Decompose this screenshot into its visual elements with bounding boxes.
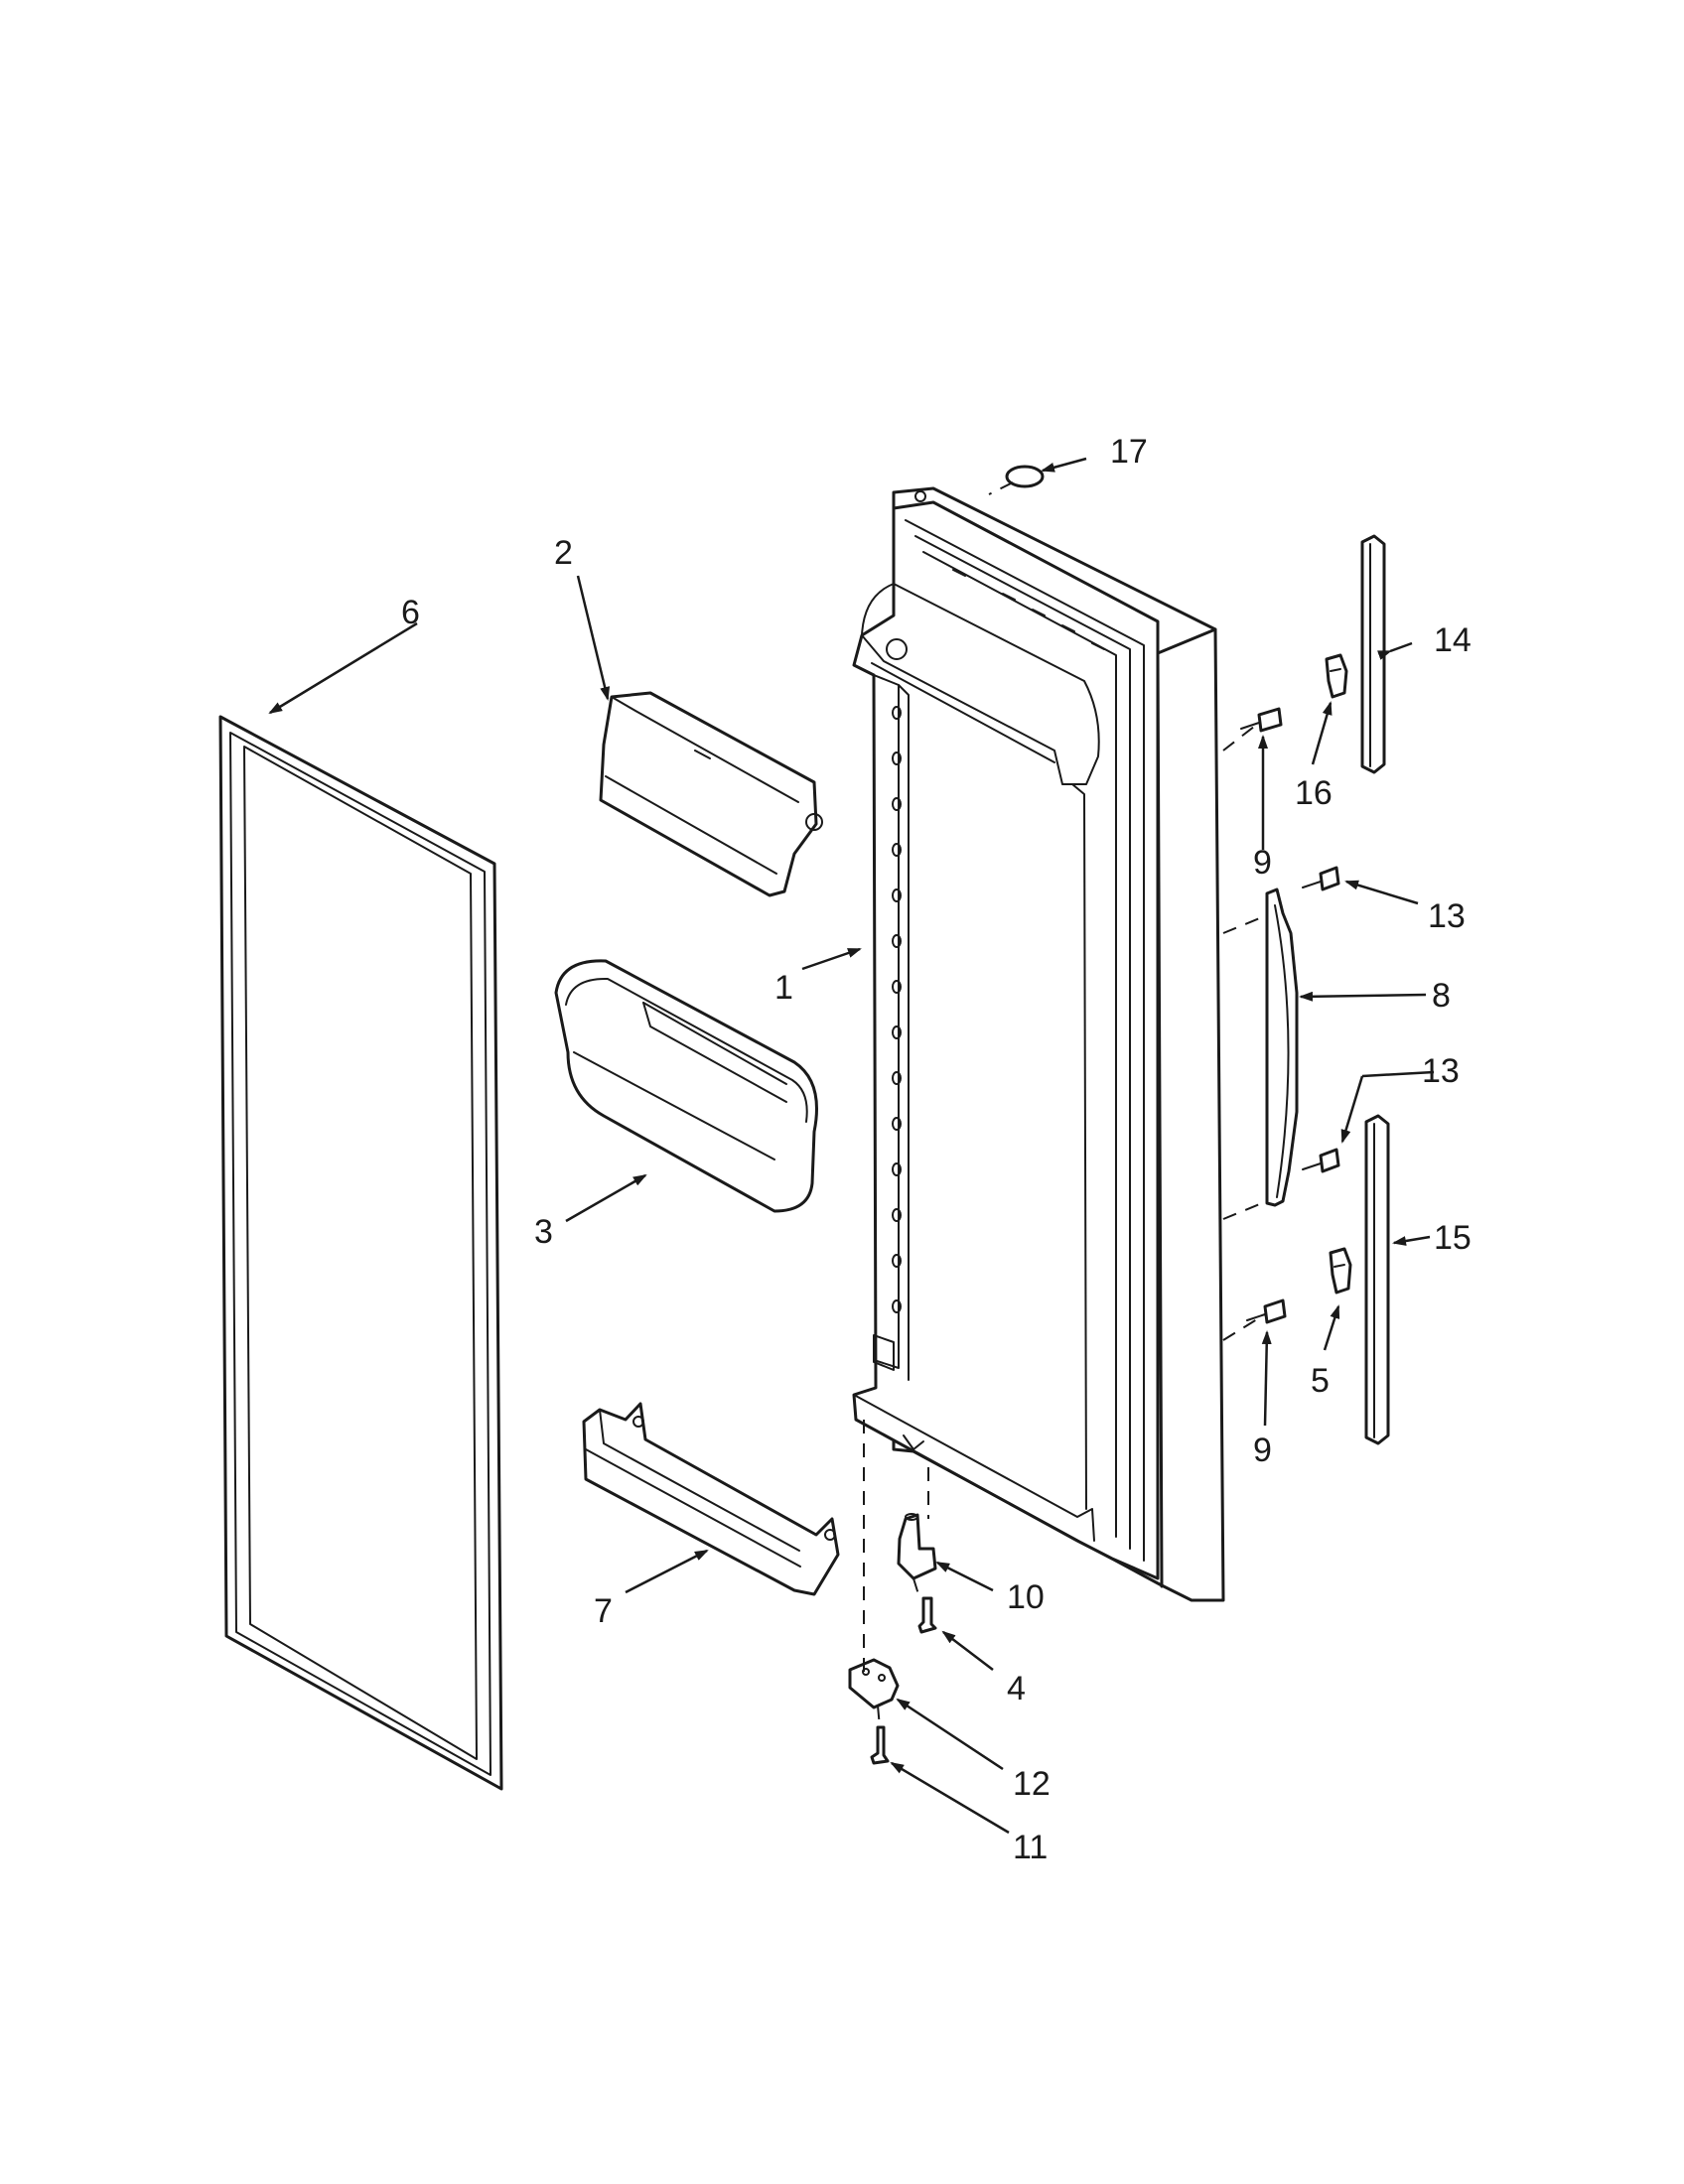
callout-16: 16 — [1295, 774, 1333, 812]
dairy-door — [599, 691, 823, 897]
callout-17: 17 — [1110, 433, 1148, 471]
plug-button — [1005, 465, 1045, 488]
callout-1: 1 — [774, 969, 793, 1007]
bottom-hinge — [848, 1658, 900, 1709]
callout-4: 4 — [1007, 1670, 1026, 1707]
callout-2: 2 — [554, 534, 573, 572]
callout-10: 10 — [1007, 1578, 1045, 1616]
door-bin — [554, 959, 818, 1213]
callout-9-lower: 9 — [1253, 1432, 1272, 1469]
door-shelf — [582, 1402, 840, 1596]
refrigerator-door — [852, 486, 1225, 1602]
callout-labels: 6 2 1 3 7 17 14 16 9 13 8 13 15 5 9 10 4… — [401, 433, 1472, 1866]
callout-12: 12 — [1013, 1765, 1051, 1803]
callout-13-upper: 13 — [1428, 897, 1466, 935]
callout-5: 5 — [1311, 1362, 1330, 1400]
callout-13-lower: 13 — [1422, 1052, 1460, 1090]
hinge-pin — [897, 1513, 937, 1580]
shelf-holes — [892, 706, 902, 1313]
callout-3: 3 — [534, 1213, 553, 1251]
door-handle — [1265, 887, 1299, 1207]
callout-8: 8 — [1432, 977, 1451, 1015]
upper-trim-strip — [1360, 534, 1386, 774]
callout-15: 15 — [1434, 1219, 1472, 1257]
callout-6: 6 — [401, 594, 420, 631]
trim-clip-lower — [1329, 1247, 1352, 1295]
callout-14: 14 — [1434, 621, 1472, 659]
lower-trim-strip — [1364, 1114, 1390, 1445]
trim-clip-upper — [1325, 653, 1348, 699]
callout-9-upper: 9 — [1253, 844, 1272, 882]
handle-screw-upper — [1240, 707, 1283, 733]
callout-11: 11 — [1013, 1829, 1048, 1866]
callout-7: 7 — [594, 1592, 613, 1630]
leader-lines — [268, 457, 1435, 1835]
hinge-screw — [917, 1596, 937, 1634]
hinge-screw-lower — [870, 1725, 890, 1765]
handle-mount-screw-upper — [1302, 866, 1340, 891]
door-gasket — [218, 715, 503, 1791]
handle-screw-lower — [1246, 1298, 1287, 1324]
handle-mount-screw-lower — [1302, 1148, 1340, 1173]
